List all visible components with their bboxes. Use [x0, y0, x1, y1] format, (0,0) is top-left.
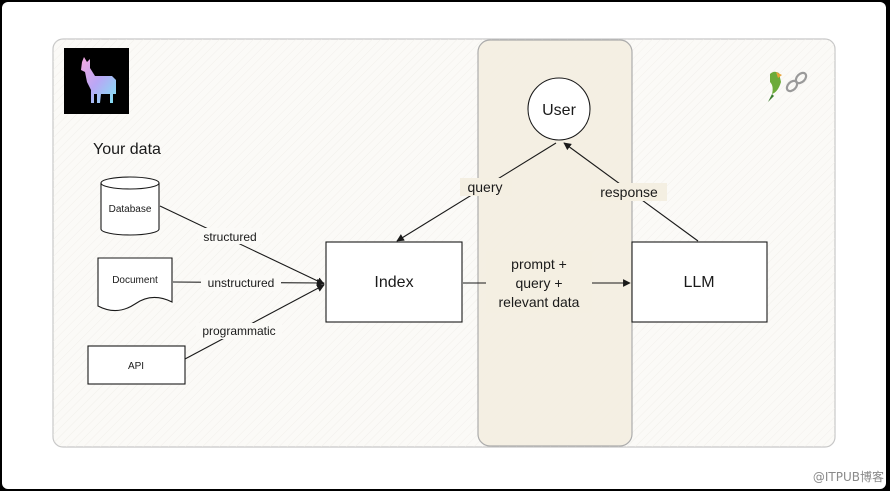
llm-label: LLM	[683, 274, 714, 291]
your-data-title: Your data	[93, 141, 161, 158]
user-node: User	[527, 77, 591, 141]
response-label: response	[600, 184, 658, 200]
unstructured-label: unstructured	[208, 276, 275, 290]
user-label: User	[542, 102, 576, 119]
prompt-label-line1: prompt +	[511, 256, 567, 272]
llama-logo-icon	[64, 48, 129, 114]
index-node: Index	[325, 241, 463, 323]
unstructured-label-bg	[201, 275, 281, 291]
prompt-label-bg	[486, 251, 592, 313]
structured-edge	[159, 205, 325, 285]
query-label-bg	[460, 178, 512, 196]
programmatic-label-bg	[196, 323, 282, 339]
programmatic-label: programmatic	[202, 324, 275, 338]
index-label: Index	[374, 274, 413, 291]
llm-node: LLM	[631, 241, 768, 323]
response-label-bg	[591, 183, 667, 201]
api-label: API	[128, 361, 144, 372]
structured-label-bg	[198, 228, 262, 244]
database-label: Database	[109, 204, 152, 215]
watermark: @ITPUB博客	[812, 470, 884, 484]
structured-label: structured	[203, 230, 256, 244]
prompt-label-line3: relevant data	[499, 294, 580, 310]
query-label: query	[467, 179, 502, 195]
api-node: API	[87, 345, 186, 385]
document-label: Document	[112, 275, 158, 286]
prompt-label-line2: query +	[515, 275, 562, 291]
parrot-chain-icon	[768, 71, 808, 102]
database-node: Database	[100, 176, 160, 236]
document-node: Document	[97, 257, 173, 312]
programmatic-edge	[184, 284, 325, 360]
